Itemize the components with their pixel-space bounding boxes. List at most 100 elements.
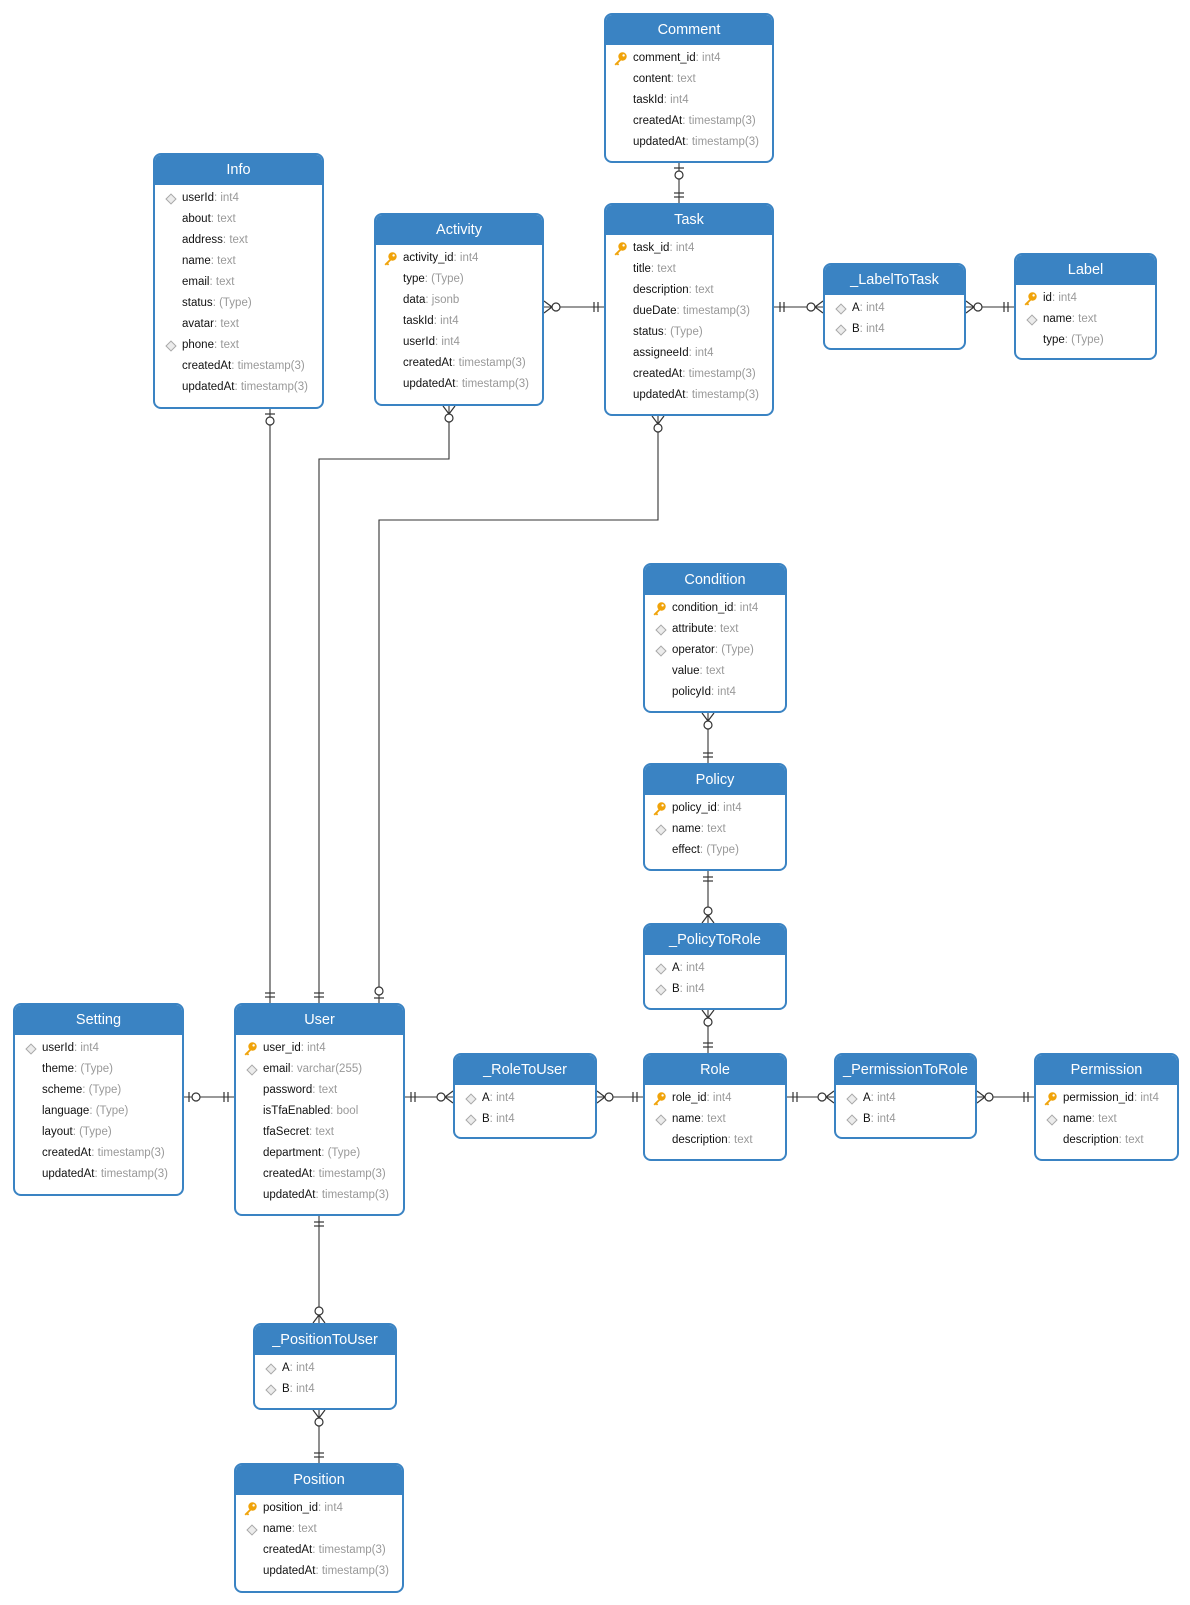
field-row[interactable]: userId: int4 [155, 188, 322, 209]
field-row[interactable]: createdAt: timestamp(3) [236, 1164, 403, 1185]
field-row[interactable]: user_id: int4 [236, 1038, 403, 1059]
field-row[interactable]: createdAt: timestamp(3) [15, 1143, 182, 1164]
field-row[interactable]: A: int4 [825, 298, 964, 319]
field-row[interactable]: userId: int4 [15, 1038, 182, 1059]
field-row[interactable]: attribute: text [645, 619, 785, 640]
field-row[interactable]: permission_id: int4 [1036, 1088, 1177, 1109]
field-row[interactable]: updatedAt: timestamp(3) [606, 132, 772, 153]
field-row[interactable]: position_id: int4 [236, 1498, 402, 1519]
field-row[interactable]: updatedAt: timestamp(3) [236, 1561, 402, 1582]
field-row[interactable]: data: jsonb [376, 290, 542, 311]
field-row[interactable]: name: text [1036, 1109, 1177, 1130]
field-row[interactable]: type: (Type) [1016, 330, 1155, 351]
field-row[interactable]: name: text [1016, 309, 1155, 330]
field-separator: : [312, 1084, 319, 1096]
field-row[interactable]: updatedAt: timestamp(3) [15, 1164, 182, 1185]
field-row[interactable]: content: text [606, 69, 772, 90]
field-row[interactable]: password: text [236, 1080, 403, 1101]
field-row[interactable]: dueDate: timestamp(3) [606, 301, 772, 322]
field-row[interactable]: updatedAt: timestamp(3) [376, 374, 542, 395]
field-row[interactable]: tfaSecret: text [236, 1122, 403, 1143]
field-row[interactable]: id: int4 [1016, 288, 1155, 309]
field-row[interactable]: about: text [155, 209, 322, 230]
field-row[interactable]: value: text [645, 661, 785, 682]
field-row[interactable]: taskId: int4 [376, 311, 542, 332]
field-row[interactable]: isTfaEnabled: bool [236, 1101, 403, 1122]
field-row[interactable]: B: int4 [825, 319, 964, 340]
field-row[interactable]: updatedAt: timestamp(3) [236, 1185, 403, 1206]
field-row[interactable]: effect: (Type) [645, 840, 785, 861]
field-type: int4 [866, 323, 885, 335]
field-type: text [695, 284, 714, 296]
field-row[interactable]: address: text [155, 230, 322, 251]
field-row[interactable]: A: int4 [836, 1088, 975, 1109]
field-row[interactable]: createdAt: timestamp(3) [606, 111, 772, 132]
field-row[interactable]: taskId: int4 [606, 90, 772, 111]
field-row[interactable]: status: (Type) [606, 322, 772, 343]
field-row[interactable]: name: text [155, 251, 322, 272]
field-row[interactable]: title: text [606, 259, 772, 280]
field-row[interactable]: policy_id: int4 [645, 798, 785, 819]
field-row[interactable]: role_id: int4 [645, 1088, 785, 1109]
field-row[interactable]: activity_id: int4 [376, 248, 542, 269]
field-separator: : [1091, 1113, 1099, 1125]
field-row[interactable]: avatar: text [155, 314, 322, 335]
field-row[interactable]: A: int4 [255, 1358, 395, 1379]
field-row[interactable]: A: int4 [455, 1088, 595, 1109]
field-row[interactable]: createdAt: timestamp(3) [376, 353, 542, 374]
field-type: (Type) [80, 1063, 113, 1075]
field-separator: : [682, 368, 689, 380]
field-row[interactable]: B: int4 [455, 1109, 595, 1130]
field-row[interactable]: phone: text [155, 335, 322, 356]
field-row[interactable]: name: text [645, 819, 785, 840]
field-row[interactable]: updatedAt: timestamp(3) [606, 385, 772, 406]
field-row[interactable]: A: int4 [645, 958, 785, 979]
field-row[interactable]: task_id: int4 [606, 238, 772, 259]
field-row[interactable]: policyId: int4 [645, 682, 785, 703]
field-row[interactable]: createdAt: timestamp(3) [236, 1540, 402, 1561]
field-row[interactable]: name: text [236, 1519, 402, 1540]
field-row[interactable]: description: text [1036, 1130, 1177, 1151]
field-row[interactable]: email: varchar(255) [236, 1059, 403, 1080]
field-row[interactable]: theme: (Type) [15, 1059, 182, 1080]
field-row[interactable]: department: (Type) [236, 1143, 403, 1164]
field-row[interactable]: createdAt: timestamp(3) [155, 356, 322, 377]
field-row[interactable]: B: int4 [645, 979, 785, 1000]
field-row[interactable]: assigneeId: int4 [606, 343, 772, 364]
field-row[interactable]: language: (Type) [15, 1101, 182, 1122]
field-row[interactable]: scheme: (Type) [15, 1080, 182, 1101]
field-row[interactable]: email: text [155, 272, 322, 293]
field-row[interactable]: B: int4 [255, 1379, 395, 1400]
field-row[interactable]: description: text [645, 1130, 785, 1151]
field-row[interactable]: condition_id: int4 [645, 598, 785, 619]
field-row[interactable]: status: (Type) [155, 293, 322, 314]
field-row[interactable]: updatedAt: timestamp(3) [155, 377, 322, 398]
field-row[interactable]: B: int4 [836, 1109, 975, 1130]
field-row[interactable]: operator: (Type) [645, 640, 785, 661]
field-row[interactable]: type: (Type) [376, 269, 542, 290]
field-row[interactable]: layout: (Type) [15, 1122, 182, 1143]
field-row[interactable]: userId: int4 [376, 332, 542, 353]
field-row[interactable]: description: text [606, 280, 772, 301]
field-row[interactable]: createdAt: timestamp(3) [606, 364, 772, 385]
field-row[interactable]: comment_id: int4 [606, 48, 772, 69]
field-row[interactable]: name: text [645, 1109, 785, 1130]
